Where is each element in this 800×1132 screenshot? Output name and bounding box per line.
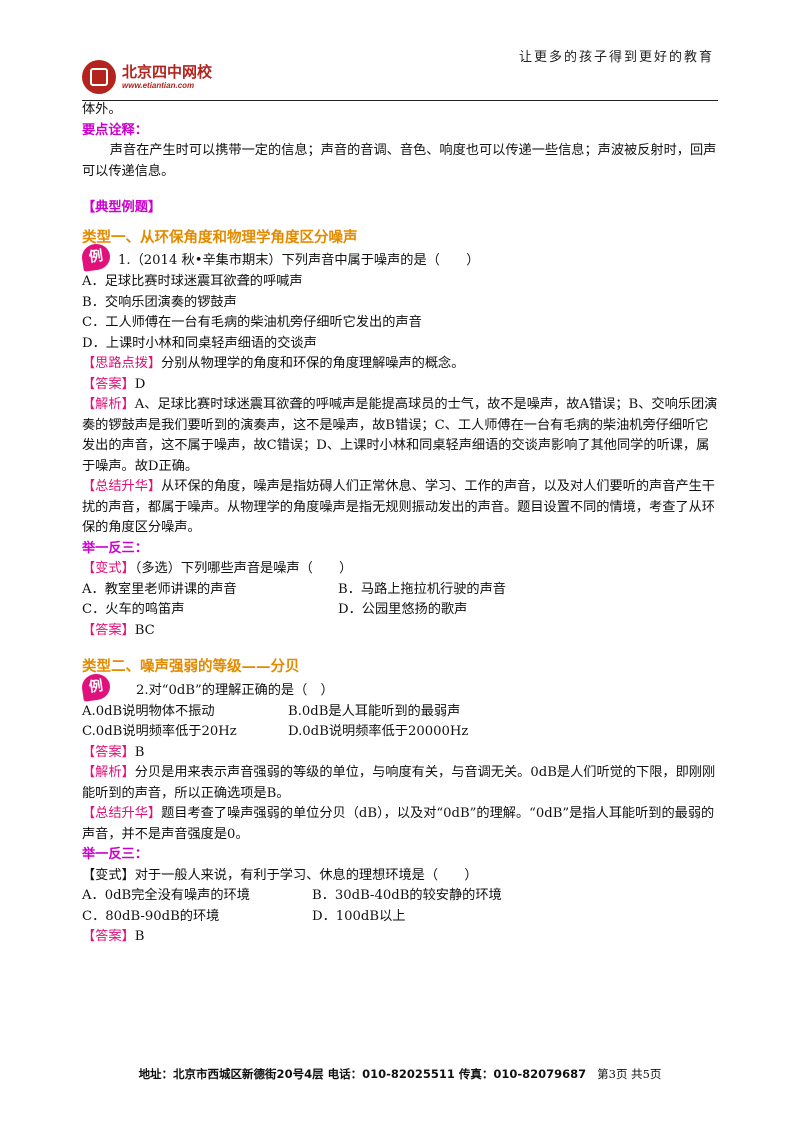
- type2-option: A.0dB说明物体不振动: [82, 703, 215, 719]
- variant-option: C．80dB-90dB的环境: [82, 908, 220, 924]
- header-slogan: 让更多的孩子得到更好的教育: [518, 50, 714, 65]
- type1-question: 例 1.（2014 秋•辛集市期末）下列声音中属于噪声的是（ ）: [80, 242, 720, 272]
- type2-options-row: A.0dB说明物体不振动 B.0dB是人耳能听到的最弱声: [82, 702, 720, 723]
- type2-variant-answer: 【答案】B: [82, 927, 720, 948]
- document-body: 体外。 要点诠释： 声音在产生时可以携带一定的信息；声音的音调、音色、响度也可以…: [80, 100, 720, 948]
- type1-answer: 【答案】D: [82, 375, 720, 396]
- type2-options-row: C.0dB说明频率低于20Hz D.0dB说明频率低于20000Hz: [82, 722, 720, 743]
- answer-tag: 【答案】: [82, 929, 135, 944]
- school-logo: 北京四中网校 www.etiantian.com: [82, 60, 232, 100]
- logo-emblem-icon: [82, 60, 116, 94]
- type1-option: D．上课时小林和同桌轻声细语的交谈声: [82, 335, 317, 351]
- analysis-text: 分贝是用来表示声音强弱的等级的单位，与响度有关，与音调无关。0dB是人们听觉的下…: [82, 765, 716, 801]
- type2-option: D.0dB说明频率低于20000Hz: [288, 724, 469, 739]
- type1-option: A．足球比赛时球迷震耳欲聋的呼喊声: [82, 274, 303, 289]
- key-points-heading: 要点诠释：: [82, 122, 148, 138]
- analysis-tag: 【解析】: [82, 397, 135, 412]
- type2-heading: 类型二、噪声强弱的等级——分贝: [82, 658, 300, 675]
- type1-variant-answer: 【答案】BC: [82, 621, 720, 642]
- type2-variant: 【变式】对于一般人来说，有利于学习、休息的理想环境是（ ）: [82, 866, 720, 887]
- type2-option: B.0dB是人耳能听到的最弱声: [288, 703, 461, 719]
- type2-question: 例 2.对“0dB”的理解正确的是（ ）: [80, 671, 720, 702]
- idea-text: 分别从物理学的角度和环保的角度理解噪声的概念。: [161, 356, 465, 371]
- variant-option: A．0dB完全没有噪声的环境: [82, 888, 250, 903]
- logo-name: 北京四中网校: [122, 63, 213, 81]
- variant-option: D．100dB以上: [312, 908, 406, 924]
- variant-options-row: C．火车的鸣笛声 D．公园里悠扬的歌声: [82, 600, 720, 621]
- variant-tag: 【变式】: [82, 561, 135, 576]
- answer-value: BC: [134, 622, 155, 638]
- analysis-text: A、足球比赛时球迷震耳欲聋的呼喊声是能提高球员的士气，故不是噪声，故A错误；B、…: [82, 397, 718, 474]
- logo-url: www.etiantian.com: [122, 81, 195, 90]
- variant-option: B．30dB-40dB的较安静的环境: [312, 888, 502, 903]
- type1-option: B．交响乐团演奏的锣鼓声: [82, 294, 237, 310]
- typical-examples-heading: 【典型例题】: [82, 200, 162, 215]
- footer-address: 地址：北京市西城区新德街20号4层 电话：010-82025511 传真：010…: [138, 1067, 587, 1081]
- type2-question-text: 2.对“0dB”的理解正确的是（ ）: [136, 682, 334, 698]
- page-footer: 地址：北京市西城区新德街20号4层 电话：010-82025511 传真：010…: [0, 1066, 800, 1082]
- answer-value: B: [134, 744, 145, 760]
- continuation-text: 体外。: [82, 102, 122, 117]
- analysis-tag: 【解析】: [82, 765, 135, 780]
- answer-tag: 【答案】: [82, 744, 135, 760]
- summary-text: 从环保的角度，噪声是指妨碍人们正常休息、学习、工作的声音，以及对人们要听的声音产…: [82, 479, 715, 535]
- type2-analysis: 【解析】分贝是用来表示声音强弱的等级的单位，与响度有关，与音调无关。0dB是人们…: [82, 763, 720, 804]
- variant-option: C．火车的鸣笛声: [82, 602, 185, 617]
- summary-tag: 【总结升华】: [82, 806, 162, 821]
- type1-idea: 【思路点拨】分别从物理学的角度和环保的角度理解噪声的概念。: [82, 354, 720, 375]
- type1-question-text: 1.（2014 秋•辛集市期末）下列声音中属于噪声的是（ ）: [118, 253, 480, 268]
- idea-tag: 【思路点拨】: [82, 356, 162, 371]
- page-header: 让更多的孩子得到更好的教育 北京四中网校 www.etiantian.com: [82, 34, 718, 101]
- type1-heading: 类型一、从环保角度和物理学角度区分噪声: [82, 228, 358, 246]
- variant-options-row: A．教室里老师讲课的声音 B．马路上拖拉机行驶的声音: [82, 580, 720, 601]
- type1-option: C．工人师傅在一台有毛病的柴油机旁仔细听它发出的声音: [82, 315, 422, 330]
- type2-practice-heading: 举一反三：: [82, 847, 148, 862]
- summary-text: 题目考查了噪声强弱的单位分贝（dB），以及对“0dB”的理解。“0dB”是指人耳…: [82, 806, 715, 842]
- answer-tag: 【答案】: [82, 622, 135, 638]
- answer-value: D: [134, 376, 146, 392]
- answer-tag: 【答案】: [82, 376, 135, 392]
- variant-options-row: A．0dB完全没有噪声的环境 B．30dB-40dB的较安静的环境: [82, 886, 720, 907]
- answer-value: B: [134, 929, 145, 944]
- type1-variant: 【变式】（多选）下列哪些声音是噪声（ ）: [82, 559, 720, 580]
- type1-practice-heading: 举一反三：: [82, 540, 148, 556]
- summary-tag: 【总结升华】: [82, 479, 162, 494]
- variant-tag: 【变式】: [82, 867, 135, 883]
- type2-option: C.0dB说明频率低于20Hz: [82, 724, 237, 739]
- type1-analysis: 【解析】A、足球比赛时球迷震耳欲聋的呼喊声是能提高球员的士气，故不是噪声，故A错…: [82, 395, 720, 477]
- variant-question: （多选）下列哪些声音是噪声（ ）: [134, 561, 353, 576]
- type1-summary: 【总结升华】从环保的角度，噪声是指妨碍人们正常休息、学习、工作的声音，以及对人们…: [82, 477, 720, 539]
- variant-option: B．马路上拖拉机行驶的声音: [338, 581, 506, 597]
- type2-summary: 【总结升华】题目考查了噪声强弱的单位分贝（dB），以及对“0dB”的理解。“0d…: [82, 804, 720, 845]
- variant-question: 对于一般人来说，有利于学习、休息的理想环境是（ ）: [134, 867, 478, 883]
- type2-answer: 【答案】B: [82, 743, 720, 764]
- variant-option: D．公园里悠扬的歌声: [338, 602, 468, 617]
- variant-option: A．教室里老师讲课的声音: [82, 581, 237, 597]
- variant-options-row: C．80dB-90dB的环境 D．100dB以上: [82, 907, 720, 928]
- key-points-text: 声音在产生时可以携带一定的信息；声音的音调、音色、响度也可以传递一些信息；声波被…: [82, 143, 717, 179]
- footer-page-number: 第3页 共5页: [597, 1067, 662, 1081]
